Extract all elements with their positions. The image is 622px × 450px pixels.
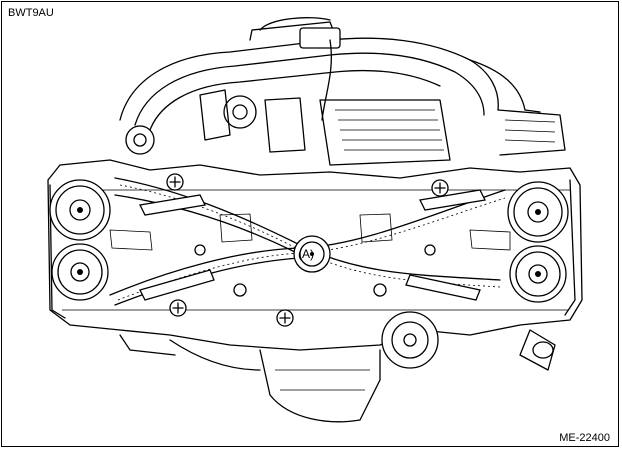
water-pump	[381, 311, 556, 371]
plenum	[125, 89, 451, 166]
chain-guides	[139, 173, 486, 327]
right-sprockets	[507, 181, 569, 303]
detail-strokes	[109, 213, 511, 297]
left-sprockets	[49, 179, 111, 301]
crank-sprocket	[293, 235, 331, 273]
figure-code-top: BWT9AU	[8, 7, 54, 19]
callout-a: (A)	[298, 247, 314, 261]
figure-code-bottom: ME-22400	[559, 432, 610, 444]
intake-manifold	[119, 17, 566, 156]
oil-pan	[119, 334, 381, 423]
